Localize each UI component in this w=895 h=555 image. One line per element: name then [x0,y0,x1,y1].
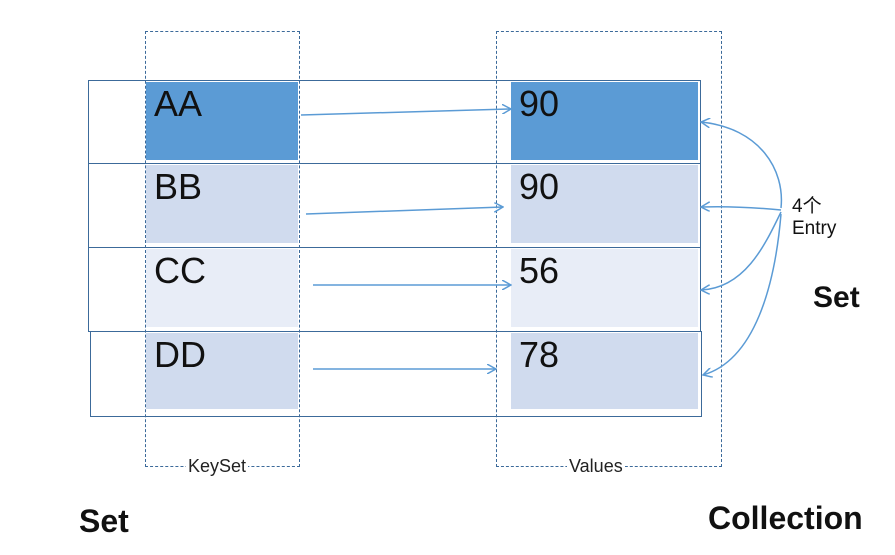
key-to-value-arrow [300,109,511,116]
key-cell-aa: AA [146,82,298,160]
key-text: CC [154,250,206,291]
value-cell-4: 78 [511,333,698,409]
value-text: 78 [519,334,560,375]
entry-row-frame-4 [90,331,702,417]
keyset-label: KeySet [186,456,249,476]
key-text: AA [154,83,203,124]
keyset-set-label: Set [79,503,129,539]
key-to-value-arrow [305,207,503,215]
values-collection-label: Collection [708,500,863,536]
entry-set-label: Set [813,281,860,314]
entry-count-label: 4个 Entry [792,196,836,240]
value-text: 90 [519,166,560,207]
value-cell-1: 90 [511,82,698,160]
entry-curve [703,213,782,375]
values-label: Values [567,456,625,476]
entry-count-line1: 4个 [792,196,822,217]
value-text: 56 [519,250,560,291]
value-text: 90 [519,83,560,124]
entry-curve [701,122,783,209]
key-cell-bb: BB [146,165,298,243]
value-cell-3: 56 [511,249,698,327]
entry-count-line2: Entry [792,217,837,239]
key-cell-cc: CC [146,249,298,327]
key-text: DD [154,334,206,375]
key-text: BB [154,166,203,207]
entry-curve [701,211,782,290]
entry-curve [701,207,782,210]
key-cell-dd: DD [146,333,298,409]
value-cell-2: 90 [511,165,698,243]
